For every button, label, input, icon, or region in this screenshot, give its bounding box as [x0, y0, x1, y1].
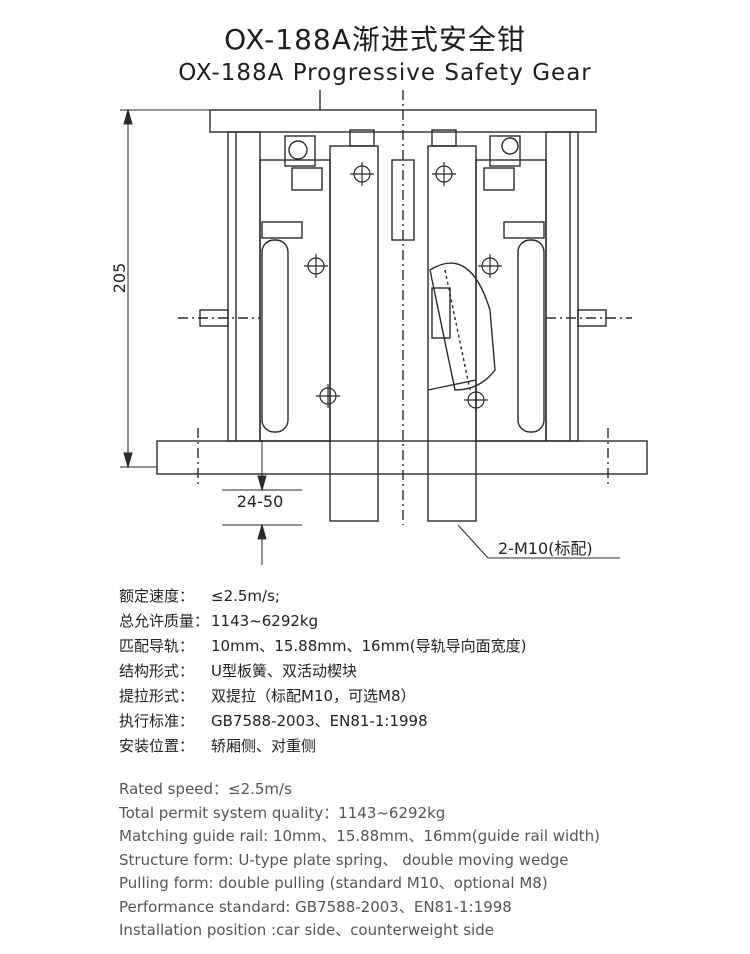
spec-list-english: Rated speed：≤2.5m/s Total permit system … [119, 778, 600, 943]
spec-installation-cn: 安装位置：轿厢侧、对重侧 [119, 737, 317, 755]
cross-marks [304, 162, 502, 412]
spec-guide-rail-cn: 匹配导轨：10mm、15.88mm、16mm(导轨导向面宽度) [119, 637, 527, 655]
height-dimension [120, 108, 210, 469]
title-english: OX-188A Progressive Safety Gear [178, 60, 592, 86]
right-top-bolt-icon [501, 137, 519, 155]
left-spring [261, 239, 289, 433]
spec-rated-speed-en: Rated speed：≤2.5m/s [119, 780, 292, 798]
gap-dimension [222, 440, 302, 565]
spec-rated-speed-cn: 额定速度：≤2.5m/s; [119, 587, 280, 605]
spec-installation-en: Installation position :car side、counterw… [119, 921, 494, 939]
spec-standard-cn: 执行标准：GB7588-2003、EN81-1:1998 [119, 712, 428, 730]
spec-guide-rail-en: Matching guide rail: 10mm、15.88mm、16mm(g… [119, 827, 600, 845]
right-wedge-block [427, 145, 477, 522]
spec-total-mass-cn: 总允许质量：1143~6292kg [119, 612, 319, 630]
gap-dimension-label: 24-50 [237, 492, 284, 511]
spec-structure-cn: 结构形式：U型板簧、双活动楔块 [119, 662, 357, 680]
left-spring-housing [259, 159, 331, 442]
height-dimension-label: 205 [110, 263, 129, 294]
spec-list-chinese: 额定速度：≤2.5m/s; 总允许质量：1143~6292kg 匹配导轨：10m… [119, 584, 527, 759]
left-wedge-block [329, 145, 379, 522]
wedge-roller-chain [429, 262, 496, 391]
spec-total-mass-en: Total permit system quality：1143~6292kg [119, 803, 446, 822]
spec-pulling-cn: 提拉形式：双提拉（标配M10，可选M8） [119, 687, 416, 705]
callout-leader [457, 524, 620, 559]
callout-label: 2-M10(标配) [498, 539, 593, 558]
spec-structure-en: Structure form: U-type plate spring、 dou… [119, 850, 569, 869]
left-top-bolt-icon [288, 140, 308, 160]
spec-standard-en: Performance standard: GB7588-2003、EN81-1… [119, 897, 512, 916]
spec-pulling-en: Pulling form: double pulling (standard M… [119, 874, 548, 892]
title-chinese: OX-188A渐进式安全钳 [224, 23, 526, 56]
right-spring [517, 239, 545, 433]
right-frame [545, 131, 579, 442]
safety-gear-drawing: 205 24-50 2-M10(标配) [110, 90, 648, 565]
bottom-plate [156, 440, 648, 475]
left-frame [227, 131, 261, 442]
